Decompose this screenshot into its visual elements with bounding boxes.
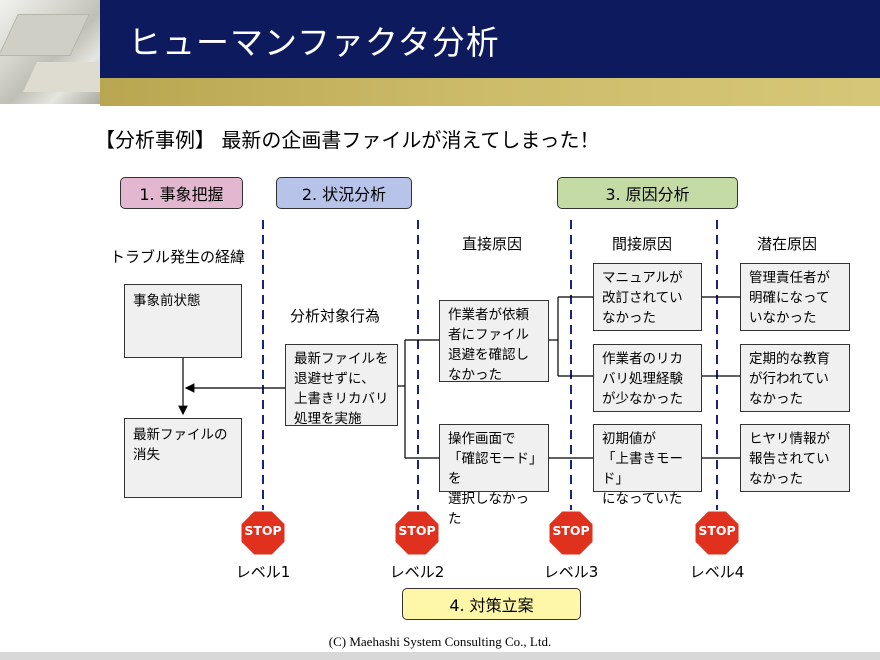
- stop-sign-icon: [548, 510, 594, 556]
- case-line: 【分析事例】 最新の企画書ファイルが消えてしまった！: [95, 128, 600, 152]
- stop-text-3: STOP: [552, 523, 590, 538]
- level-1-label: レベル1: [235, 563, 291, 581]
- phase-4-box: 4. 対策立案: [402, 588, 581, 620]
- heading-direct: 直接原因: [462, 235, 523, 253]
- box-indirect-cause-2: 作業者のリカ バリ処理経験 が少なかった: [593, 344, 702, 412]
- stop-text-1: STOP: [244, 523, 282, 538]
- phase-3-box: 3. 原因分析: [557, 177, 738, 209]
- box-indirect-cause-3: 初期値が 「上書きモード」 になっていた: [593, 424, 702, 507]
- box-latent-cause-1: 管理責任者が 明確になって いなかった: [740, 263, 850, 331]
- level-2-label: レベル2: [389, 563, 445, 581]
- box-latent-cause-2: 定期的な教育 が行われてい なかった: [740, 344, 850, 412]
- heading-indirect: 間接原因: [612, 235, 673, 253]
- level-3-label: レベル3: [543, 563, 599, 581]
- gold-bar: [100, 78, 880, 106]
- level-4-label: レベル4: [689, 563, 745, 581]
- stop-sign-icon: [240, 510, 286, 556]
- heading-trouble: トラブル発生の経緯: [110, 248, 246, 266]
- stop-text-4: STOP: [698, 523, 736, 538]
- box-file-lost: 最新ファイルの 消失: [124, 418, 242, 498]
- footer-copyright: (C) Maehashi System Consulting Co., Ltd.: [328, 634, 552, 649]
- box-latent-cause-3: ヒヤリ情報が 報告されてい なかった: [740, 424, 850, 492]
- stop-sign-icon: [694, 510, 740, 556]
- page-title: ヒューマンファクタ分析: [128, 23, 500, 62]
- title-bar: [100, 0, 880, 78]
- bottom-strip: [0, 652, 880, 660]
- stop-sign-icon: [394, 510, 440, 556]
- box-direct-cause-2: 操作画面で 「確認モード」を 選択しなかった: [439, 424, 549, 527]
- box-before-state: 事象前状態: [124, 284, 242, 358]
- stop-text-2: STOP: [398, 523, 436, 538]
- heading-target: 分析対象行為: [290, 307, 381, 325]
- heading-latent: 潜在原因: [757, 235, 818, 253]
- box-indirect-cause-1: マニュアルが 改訂されてい なかった: [593, 263, 702, 331]
- box-target-action: 最新ファイルを 退避せずに、 上書きリカバリ 処理を実施: [285, 344, 398, 427]
- phase-2-box: 2. 状況分析: [276, 177, 412, 209]
- header-photo: [0, 0, 100, 104]
- phase-1-box: 1. 事象把握: [120, 177, 243, 209]
- box-direct-cause-1: 作業者が依頼 者にファイル 退避を確認し なかった: [439, 300, 549, 383]
